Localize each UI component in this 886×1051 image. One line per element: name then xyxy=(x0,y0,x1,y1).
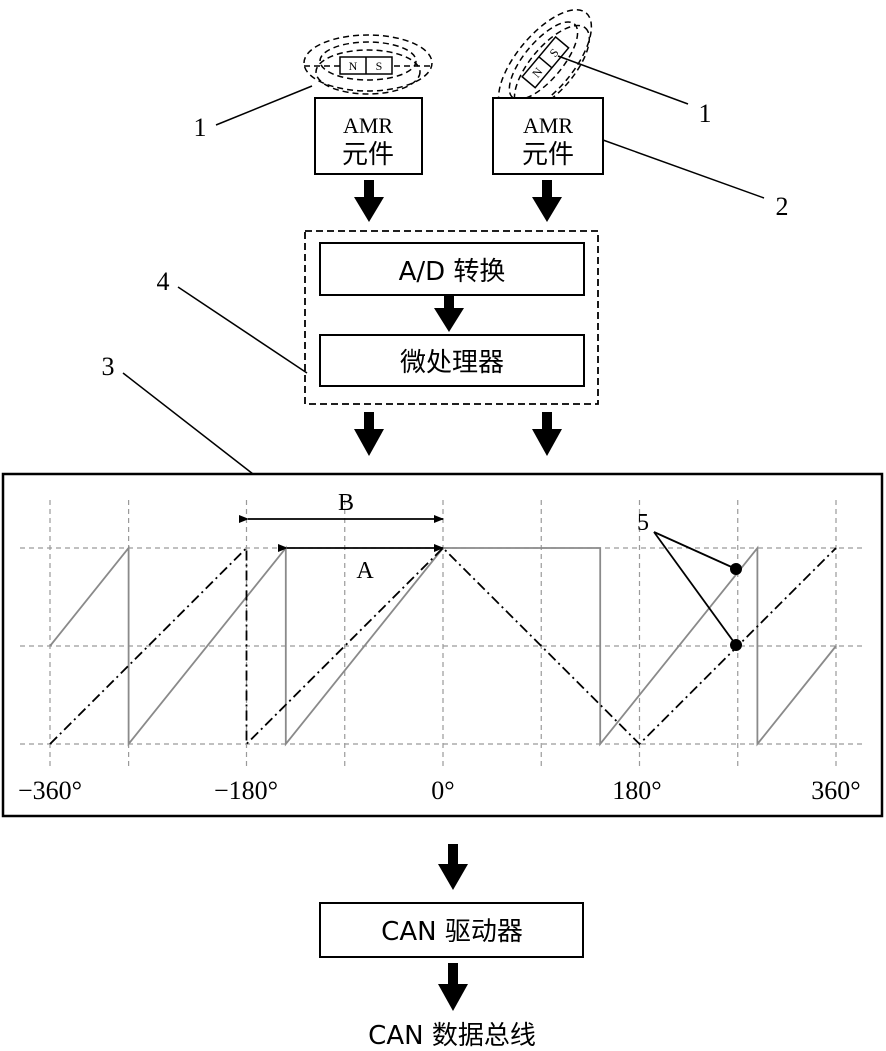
can-driver-box: CAN 驱动器 xyxy=(319,902,584,958)
points-callout-line-2 xyxy=(653,531,737,646)
arrow-adc-to-mcu xyxy=(434,295,464,332)
right-magnet: N S xyxy=(497,9,593,115)
right-amr-label-2: 元件 xyxy=(522,140,574,170)
x-tick-360: 360° xyxy=(811,776,860,805)
left-magnet-n-label: N xyxy=(349,59,358,73)
mcu-label: 微处理器 xyxy=(400,348,504,378)
arrow-right-to-adc xyxy=(532,180,562,222)
arrow-left-to-adc xyxy=(354,180,384,222)
dashdot-series xyxy=(49,545,837,747)
processing-callout: 4 xyxy=(157,267,170,296)
dashdot-sawtooth-line xyxy=(49,545,837,747)
adc-label: A/D 转换 xyxy=(399,257,506,287)
processing-callout-line xyxy=(177,286,308,374)
graph-callout: 3 xyxy=(102,352,115,381)
adc-box: A/D 转换 xyxy=(319,242,585,296)
right-magnet-callout-line xyxy=(557,55,689,105)
arrow-mcu-to-graph-right xyxy=(532,412,562,456)
x-tick-neg180: −180° xyxy=(214,776,278,805)
can-bus-label: CAN 数据总线 xyxy=(368,1021,536,1051)
left-amr-box: AMR 元件 xyxy=(314,97,423,175)
marker-b-label: B xyxy=(338,490,354,516)
left-amr-label-2: 元件 xyxy=(342,140,394,170)
can-driver-label: CAN 驱动器 xyxy=(381,917,523,947)
processing-dashed-box xyxy=(304,230,599,405)
intersection-point-lower xyxy=(730,639,742,651)
x-tick-neg360: −360° xyxy=(18,776,82,805)
graph-grid xyxy=(20,500,865,770)
intersection-point-upper xyxy=(730,563,742,575)
arrow-mcu-to-graph-left xyxy=(354,412,384,456)
right-amr-box: AMR 元件 xyxy=(492,97,604,175)
graph-callout-line xyxy=(122,372,254,475)
amr-element-callout-line xyxy=(602,139,765,199)
right-magnet-callout: 1 xyxy=(699,99,712,128)
left-magnet-s-label: S xyxy=(376,59,383,73)
x-tick-0: 0° xyxy=(431,776,454,805)
left-amr-label-1: AMR xyxy=(343,113,393,138)
amr-element-callout: 2 xyxy=(776,192,789,221)
right-amr-label-1: AMR xyxy=(523,113,573,138)
left-magnet: N S xyxy=(303,34,433,95)
arrow-graph-to-can xyxy=(438,844,468,890)
left-magnet-callout: 1 xyxy=(194,113,207,142)
arrow-can-to-bus xyxy=(438,963,468,1011)
x-tick-180: 180° xyxy=(612,776,661,805)
points-callout-line-1 xyxy=(653,531,737,570)
marker-a-label: A xyxy=(356,558,374,584)
left-magnet-callout-line xyxy=(215,85,313,126)
mcu-box: 微处理器 xyxy=(319,334,585,387)
points-callout-label: 5 xyxy=(637,510,649,536)
